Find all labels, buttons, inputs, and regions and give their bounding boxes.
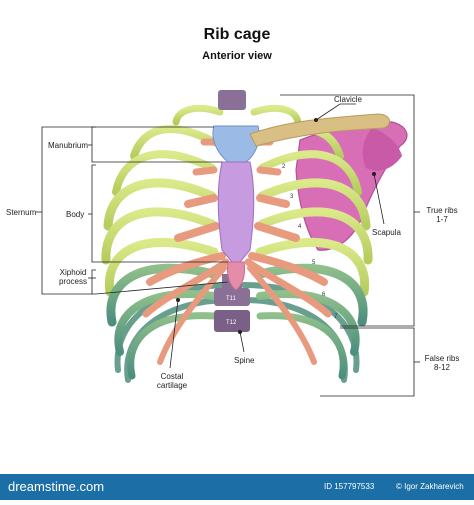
vertebra-label-t11: T11 bbox=[226, 296, 237, 302]
rib-7-right bbox=[255, 263, 368, 327]
footer-author: © Igor Zakharevich bbox=[396, 482, 464, 491]
rib-number-labels: 2 3 4 5 6 7 bbox=[282, 164, 338, 320]
leader-lines bbox=[36, 94, 420, 397]
rib-6-left bbox=[104, 238, 219, 297]
label-costal-line2: cartilage bbox=[156, 381, 188, 390]
rib-1-right bbox=[250, 104, 302, 126]
manubrium-shape bbox=[212, 125, 260, 163]
rib-9-left bbox=[127, 312, 218, 380]
label-xiphoid-line1: Xiphoid bbox=[59, 268, 87, 277]
label-clavicle: Clavicle bbox=[334, 95, 363, 104]
rib-8-right bbox=[256, 289, 360, 356]
vertebra-labels: T11 T12 bbox=[226, 296, 237, 326]
label-xiphoid-line2: process bbox=[58, 277, 87, 286]
label-false-ribs-line2: 8-12 bbox=[433, 363, 450, 372]
label-body: Body bbox=[66, 210, 85, 219]
rib-8-left bbox=[114, 289, 218, 356]
label-true-ribs: True ribs 1-7 bbox=[420, 206, 464, 224]
leader-dots bbox=[176, 118, 376, 334]
rib-number: 3 bbox=[290, 194, 294, 200]
rib-number: 6 bbox=[322, 292, 326, 298]
rib-6-right bbox=[255, 238, 370, 297]
label-false-ribs-line1: False ribs bbox=[424, 354, 460, 363]
costal-cartilage-shapes bbox=[142, 138, 332, 365]
rib-number: 4 bbox=[298, 224, 302, 230]
footer-brand: dreamstime.com bbox=[8, 479, 105, 494]
label-spine: Spine bbox=[234, 356, 255, 365]
rib-7-left bbox=[106, 263, 219, 327]
rib-5-left bbox=[101, 207, 217, 265]
label-true-ribs-line2: 1-7 bbox=[436, 215, 448, 224]
vertebra-label-t12: T12 bbox=[226, 320, 237, 326]
rib-1-left bbox=[172, 104, 224, 126]
label-costal-cartilage: Costal cartilage bbox=[152, 372, 192, 390]
clavicle-shape bbox=[249, 113, 391, 147]
label-false-ribs: False ribs 8-12 bbox=[420, 354, 464, 372]
vertebra-t11 bbox=[214, 288, 250, 306]
vertebra-t12 bbox=[214, 310, 250, 332]
rib-4-left bbox=[103, 178, 217, 231]
rib-9-right bbox=[256, 312, 347, 380]
rib-number: 5 bbox=[312, 260, 316, 266]
sternum-bracket bbox=[41, 126, 46, 295]
xiphoid-process-shape bbox=[227, 261, 245, 291]
label-true-ribs-line1: True ribs bbox=[426, 206, 458, 215]
rib-3-left bbox=[112, 150, 216, 196]
rib-4-right bbox=[257, 178, 371, 231]
rib-2-left bbox=[130, 125, 218, 160]
label-costal-line1: Costal bbox=[160, 372, 184, 381]
rib-number: 7 bbox=[334, 314, 338, 320]
glenoid bbox=[362, 128, 402, 171]
false-ribs bbox=[106, 263, 368, 380]
label-sternum: Sternum bbox=[6, 208, 37, 217]
footer-image-id: ID 157797533 bbox=[324, 482, 375, 491]
label-manubrium: Manubrium bbox=[48, 141, 89, 150]
rib-3-right bbox=[258, 150, 362, 196]
sternum-body-shape bbox=[217, 161, 255, 263]
rib-5-right bbox=[257, 207, 373, 265]
label-xiphoid-process: Xiphoid process bbox=[56, 268, 90, 286]
footer-bar: dreamstime.com ID 157797533 © Igor Zakha… bbox=[0, 474, 474, 500]
rib-number: 2 bbox=[282, 164, 286, 170]
diagram-subtitle: Anterior view bbox=[202, 50, 272, 62]
diagram-title: Rib cage bbox=[203, 26, 271, 43]
label-scapula: Scapula bbox=[372, 228, 401, 237]
